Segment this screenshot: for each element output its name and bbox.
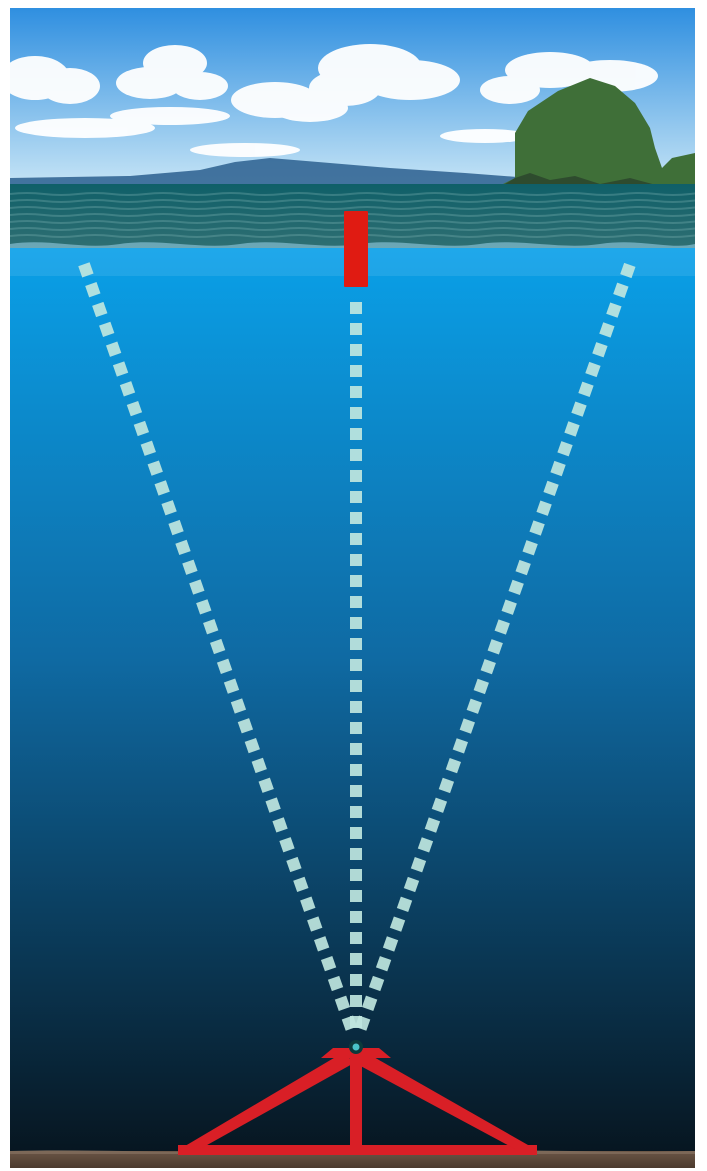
beam-dash <box>350 743 362 755</box>
beam-dash <box>350 428 362 440</box>
beam-dash <box>350 302 362 314</box>
beam-dash <box>350 470 362 482</box>
beam-dash <box>350 386 362 398</box>
beam-dash <box>350 911 362 923</box>
beam-dash <box>350 764 362 776</box>
beam-dash <box>350 407 362 419</box>
beam-dash <box>350 680 362 692</box>
beam-dash <box>350 785 362 797</box>
beam-dash <box>350 554 362 566</box>
surface-float-marker <box>344 211 368 287</box>
beam-dash <box>350 617 362 629</box>
beam-dash <box>350 974 362 986</box>
beam-dash <box>350 869 362 881</box>
beam-dash <box>350 722 362 734</box>
beam-dash <box>350 596 362 608</box>
beam-dash <box>350 533 362 545</box>
beam-dash <box>350 890 362 902</box>
beam-dash <box>350 659 362 671</box>
beam-dash <box>350 575 362 587</box>
beam-dash <box>350 701 362 713</box>
beam-dash <box>350 365 362 377</box>
ocean-instrument-illustration <box>10 8 695 1168</box>
beam-dash <box>350 995 362 1007</box>
beam-dash <box>350 806 362 818</box>
beam-dash <box>350 638 362 650</box>
beam-dash <box>350 344 362 356</box>
beam-dash <box>350 953 362 965</box>
beam-dash <box>350 827 362 839</box>
beam-dash <box>350 848 362 860</box>
acoustic-beam-center <box>350 302 362 1028</box>
beam-dash <box>350 323 362 335</box>
beam-dash <box>350 491 362 503</box>
scene-frame <box>10 8 695 1168</box>
beam-dash <box>350 449 362 461</box>
beam-dash <box>350 512 362 524</box>
beam-dash <box>350 932 362 944</box>
